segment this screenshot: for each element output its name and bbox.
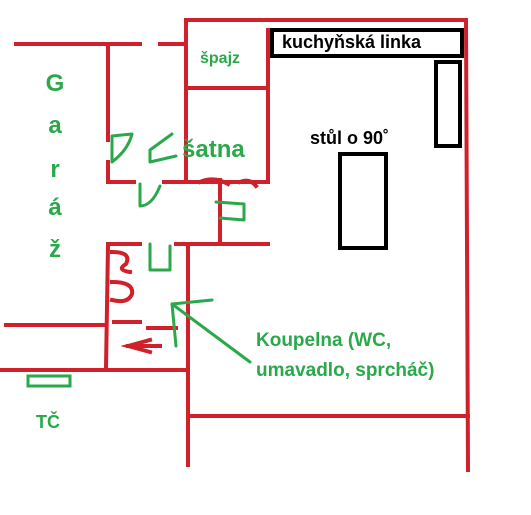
bathroom-arrow-head	[170, 298, 214, 348]
garage-letter: G	[45, 70, 65, 97]
kitchen-counter	[270, 28, 464, 58]
annotations	[26, 132, 252, 388]
label-bathroom-line2: umavadlo, sprcháč)	[256, 360, 435, 381]
garage-letter: r	[50, 156, 60, 183]
shower-arrow-icon	[120, 337, 162, 355]
label-bathroom-line1: Koupelna (WC,	[256, 330, 392, 351]
closet-door-right	[148, 132, 178, 164]
label-spajz: špajz	[200, 50, 241, 67]
label-heat-pump: TČ	[36, 412, 60, 432]
closet-door-left	[110, 132, 134, 164]
label-satna: šatna	[182, 136, 245, 163]
bathroom-arrow-shaft	[170, 302, 252, 364]
garage-letter: ž	[49, 236, 61, 263]
walls	[0, 17, 471, 473]
wall-bathroom-left	[103, 242, 111, 371]
wall-right	[463, 17, 471, 473]
garage-letter: a	[48, 112, 62, 139]
corridor-door-swing	[138, 182, 162, 208]
closet-shelf	[214, 200, 246, 222]
washbasin-symbol	[109, 279, 135, 304]
label-kitchen: kuchyňská linka	[282, 32, 422, 52]
label-table: stůl o 90˚	[310, 128, 390, 148]
shower-tray	[148, 242, 172, 272]
wall-door-swing	[197, 177, 259, 189]
furniture	[270, 28, 464, 250]
dining-table	[338, 152, 388, 250]
kitchen-counter-side	[434, 60, 462, 148]
garage-letter: á	[48, 194, 62, 221]
heat-pump-unit	[26, 374, 72, 388]
wc-symbol	[109, 249, 133, 275]
